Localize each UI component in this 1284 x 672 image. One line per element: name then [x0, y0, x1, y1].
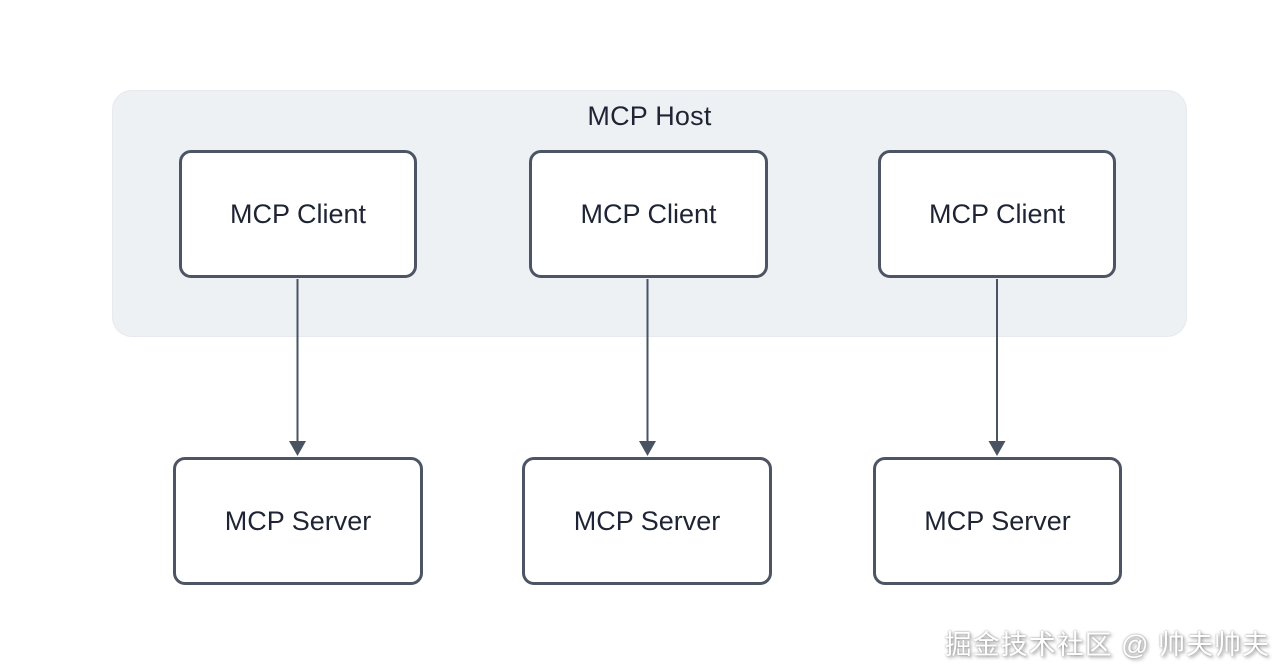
mcp-server-box-1: MCP Server [173, 457, 423, 585]
mcp-client-box-1: MCP Client [179, 150, 417, 278]
mcp-client-label-2: MCP Client [580, 198, 717, 229]
mcp-client-label-3: MCP Client [928, 198, 1066, 229]
mcp-client-label-1: MCP Client [229, 198, 367, 229]
mcp-host-title: MCP Host [587, 101, 712, 131]
mcp-client-box-3: MCP Client [878, 150, 1116, 278]
mcp-server-label-2: MCP Server [573, 505, 721, 536]
watermark-text: 掘金技术社区 @ 帅夫帅夫 [944, 630, 1270, 660]
mcp-host-container: MCP Host MCP Client MCP Client MCP Clien… [112, 90, 1187, 337]
mcp-server-box-3: MCP Server [873, 457, 1122, 585]
mcp-server-box-2: MCP Server [522, 457, 772, 585]
mcp-client-box-2: MCP Client [529, 150, 768, 278]
mcp-server-label-3: MCP Server [924, 505, 1071, 536]
mcp-server-label-1: MCP Server [224, 505, 372, 536]
